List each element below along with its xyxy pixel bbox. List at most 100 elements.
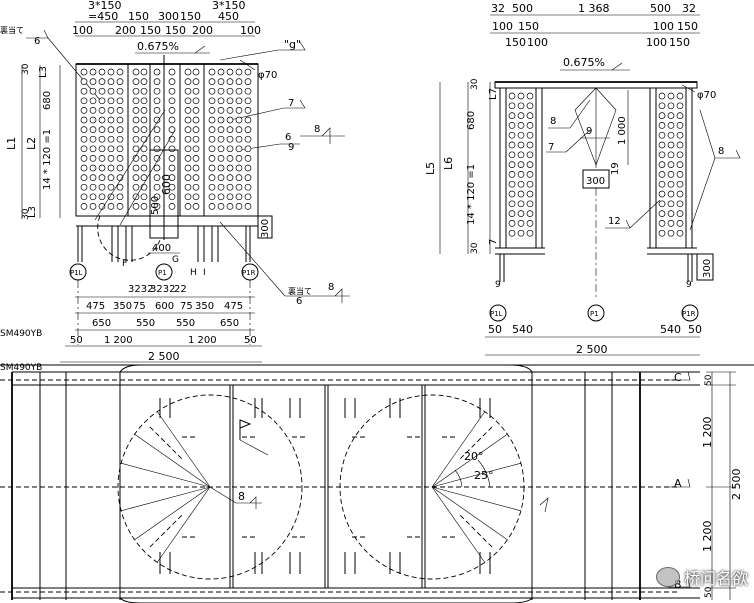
bolt-hole	[80, 116, 88, 124]
bolt-hole	[153, 174, 161, 181]
bolt-hole	[184, 107, 192, 114]
hatch-line	[147, 514, 183, 550]
bolt-hole	[107, 183, 115, 191]
section-c: C	[674, 371, 682, 384]
bolt-hole	[98, 78, 106, 85]
bolt-hole	[667, 122, 675, 129]
dim-v: 2 500	[730, 469, 743, 501]
weld-8b: 8	[328, 282, 334, 293]
pier-label: P1R	[682, 310, 696, 318]
dim-text: 550	[176, 318, 195, 329]
dim-text: 650	[220, 318, 239, 329]
material-label: SM490YB	[0, 329, 42, 339]
bolt-hole	[107, 107, 115, 114]
bolt-hole	[208, 126, 216, 133]
bolt-hole	[132, 135, 140, 143]
bolt-hole	[226, 203, 234, 210]
pier-label: P1R	[242, 269, 256, 277]
bolt-hole	[192, 203, 200, 210]
dim-text: 32	[491, 2, 505, 15]
bolt-hole	[98, 107, 106, 114]
bolt-hole	[168, 155, 176, 162]
dim-text: 540	[512, 323, 533, 336]
dim-v: 1 200	[701, 417, 714, 449]
bolt-hole	[192, 174, 200, 181]
dim-text: 150	[165, 24, 186, 37]
bolt-hole	[676, 161, 684, 168]
bolt-hole	[116, 183, 124, 191]
bolt-hole	[235, 97, 243, 105]
bolt-hole	[517, 131, 525, 139]
bolt-hole	[508, 151, 516, 159]
dim-text: 3232	[128, 284, 153, 295]
dim-300: 300	[260, 219, 271, 238]
dim-text: 150	[669, 36, 690, 49]
weld-9: 9	[288, 142, 294, 153]
bolt-hole	[116, 164, 124, 172]
bolt-hole	[526, 190, 534, 198]
dim-1000: 1 000	[617, 116, 628, 145]
weld-g: "g"	[284, 38, 301, 51]
bolt-hole	[217, 183, 225, 191]
bolt-hole	[217, 164, 225, 172]
bolt-hole	[667, 200, 675, 208]
bolt-hole	[168, 145, 176, 153]
bolt-hole	[132, 97, 140, 105]
bolt-hole	[80, 183, 88, 191]
bolt-hole	[217, 97, 225, 105]
weld-8: 8	[238, 490, 245, 503]
bolt-hole	[658, 151, 666, 159]
bolt-hole	[192, 145, 200, 153]
dim-text: 100	[72, 24, 93, 37]
wechat-logo-icon	[655, 567, 680, 587]
bolt-hole	[217, 107, 225, 114]
bolt-hole	[517, 220, 525, 227]
weld-12: 12	[608, 216, 621, 227]
bolt-hole	[140, 97, 148, 105]
bolt-hole	[132, 68, 140, 76]
bolt-hole	[98, 183, 106, 191]
bolt-hole	[235, 68, 243, 76]
bolt-hole	[132, 107, 140, 114]
dim-text: 100	[653, 20, 674, 33]
box-300: 300	[586, 176, 605, 187]
bolt-hole	[658, 171, 666, 178]
dim-text: 540	[660, 323, 681, 336]
bolt-hole	[184, 155, 192, 162]
bolt-hole	[508, 200, 516, 208]
bolt-hole	[676, 151, 684, 159]
bolt-hole	[153, 87, 161, 95]
bolt-hole	[235, 87, 243, 95]
bolt-hole	[667, 131, 675, 139]
bolt-hole	[140, 107, 148, 114]
bolt-hole	[208, 164, 216, 172]
bolt-hole	[508, 171, 516, 178]
bolt-hole	[107, 174, 115, 181]
bolt-hole	[244, 97, 252, 105]
dim-text: 600	[155, 301, 174, 312]
bolt-hole	[226, 193, 234, 201]
bolt-hole	[217, 87, 225, 95]
radial-line	[121, 462, 211, 488]
bolt-hole	[153, 193, 161, 201]
bolt-hole	[226, 155, 234, 162]
bolt-hole	[89, 174, 97, 181]
bolt-hole	[208, 97, 216, 105]
weld-8: 8	[550, 116, 556, 127]
dim-text: 1 200	[188, 335, 217, 346]
bolt-hole	[107, 203, 115, 210]
dim-text: =450	[88, 10, 118, 23]
bolt-hole	[226, 183, 234, 191]
bolt-hole	[526, 200, 534, 208]
bolt-hole	[226, 126, 234, 133]
bolt-hole	[658, 229, 666, 237]
bolt-hole	[140, 145, 148, 153]
bolt-hole	[235, 164, 243, 172]
bolt-hole	[667, 220, 675, 227]
bolt-hole	[192, 126, 200, 133]
bolt-hole	[208, 183, 216, 191]
dim-v: 680	[466, 111, 477, 130]
dim-text: 3*150	[212, 0, 246, 12]
bolt-hole	[153, 164, 161, 172]
dim-v: 50	[704, 374, 714, 386]
